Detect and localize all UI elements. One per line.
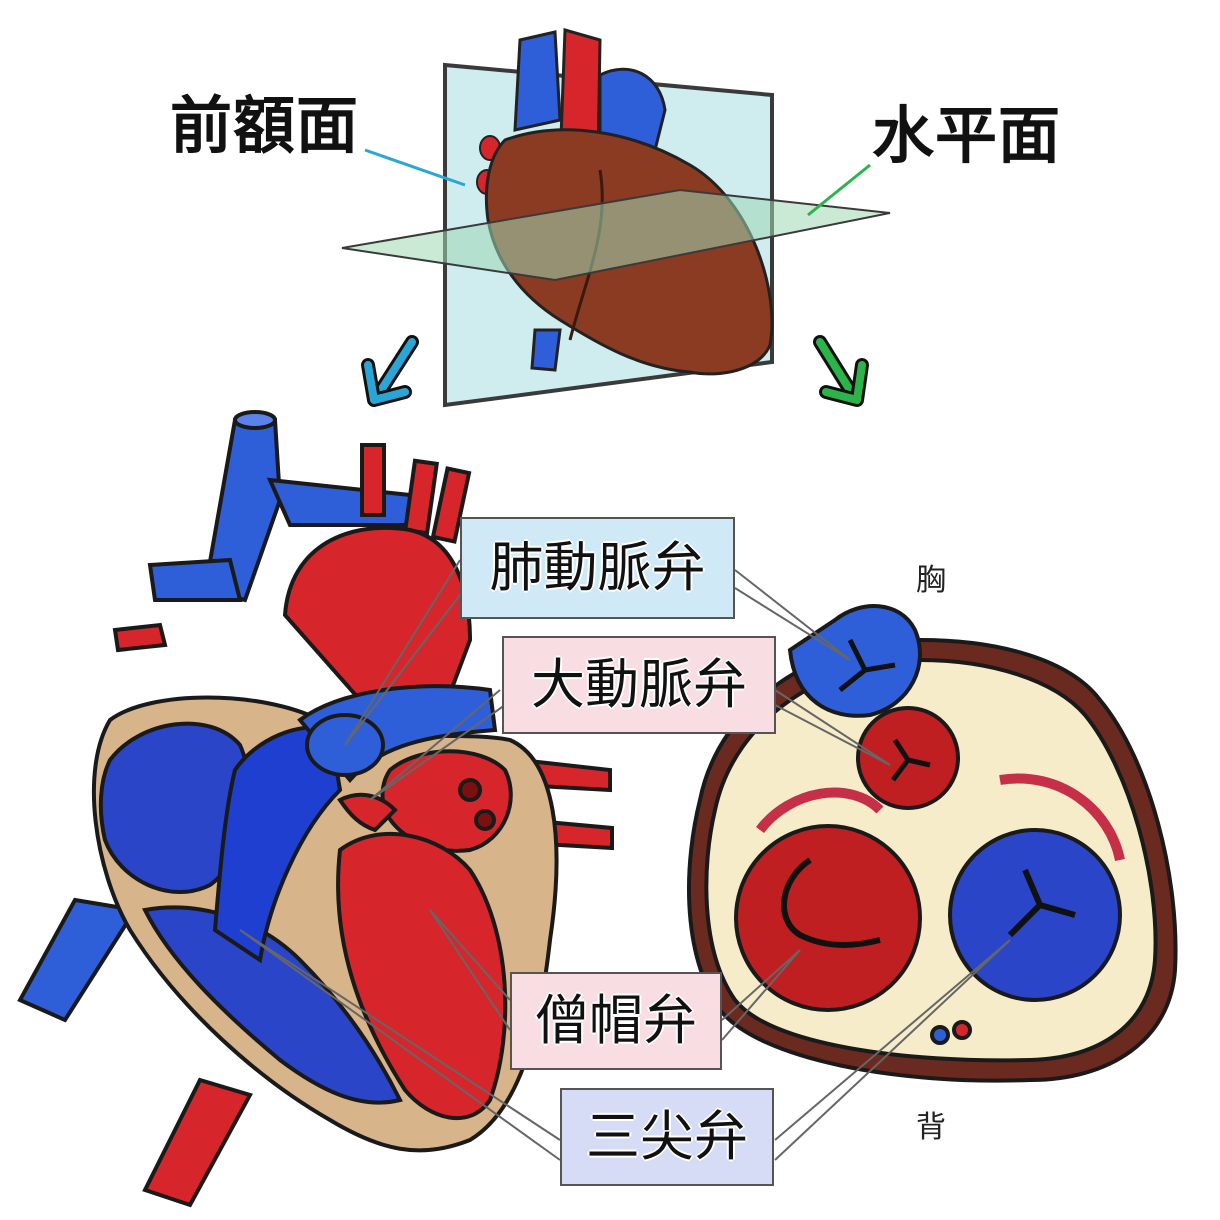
valve-leaders xyxy=(239,559,1011,1161)
ivc-section xyxy=(17,897,139,1023)
mitral-leader xyxy=(429,909,511,1031)
descending-aorta xyxy=(142,1077,253,1208)
brachiocephalic-vein xyxy=(266,477,423,527)
mitral-valve-label: 僧帽弁 xyxy=(510,972,722,1070)
aortic-leader xyxy=(369,689,506,801)
frontal-leader xyxy=(364,148,466,187)
mitral-leader-right xyxy=(721,949,801,1041)
tricuspid-valve-label: 三尖弁 xyxy=(560,1088,774,1186)
horizontal-section-illustration xyxy=(687,604,1178,1083)
horizontal-plane-label: 水平面 xyxy=(872,99,1062,172)
external-heart-illustration xyxy=(341,28,891,408)
left-vein-branch xyxy=(147,557,243,602)
arrow-down-left-icon xyxy=(361,335,419,407)
pulmonary-valve xyxy=(787,604,922,718)
posterior-label: 背 xyxy=(916,1110,946,1145)
rv-outflow xyxy=(212,725,343,964)
pulmonary-leader xyxy=(344,559,471,746)
horizontal-leader xyxy=(807,163,871,217)
frontal-plane-label: 前額面 xyxy=(170,89,360,162)
frontal-section-illustration xyxy=(17,410,614,1208)
aortic-leader-right xyxy=(774,689,891,766)
anterior-label: 胸 xyxy=(916,563,946,598)
pulmonary-leader-right xyxy=(734,569,851,661)
inferior-vena-cava xyxy=(530,328,562,372)
arrow-down-right-icon xyxy=(813,335,869,407)
left-ventricle xyxy=(336,831,508,1120)
horizontal-plane xyxy=(341,188,891,282)
superior-vena-cava xyxy=(513,30,562,132)
aortic-valve-label: 大動脈弁 xyxy=(502,636,776,734)
tricuspid-valve xyxy=(948,828,1122,1002)
mitral-valve xyxy=(734,824,922,1012)
tricuspid-leader-right xyxy=(774,939,1011,1161)
pulmonary-valve-label: 肺動脈弁 xyxy=(460,517,735,619)
tricuspid-leader xyxy=(239,929,561,1161)
